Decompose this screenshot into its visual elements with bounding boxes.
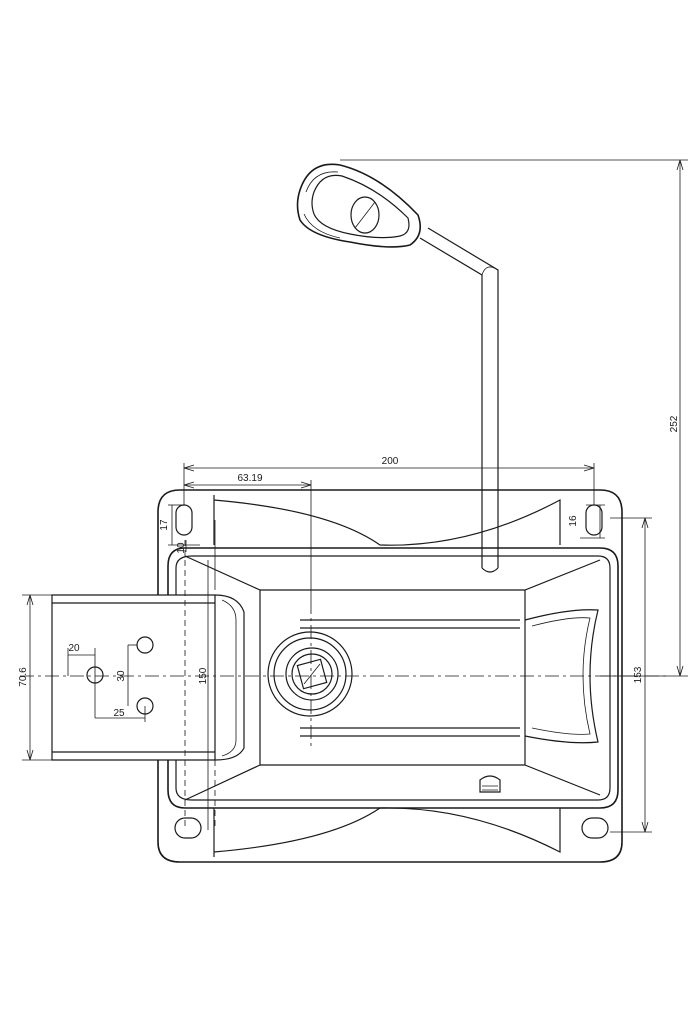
slot-bottom-right: [581, 817, 609, 839]
dim-label-30: 30: [116, 670, 127, 682]
dim-label-25: 25: [113, 708, 125, 719]
dim-label-17: 17: [159, 519, 170, 531]
slot-bottom-left: [174, 817, 202, 839]
dim-label-70-6: 70.6: [18, 667, 29, 687]
dim-label-20: 20: [68, 643, 80, 654]
lever-handle: [296, 163, 499, 573]
dim-label-150: 150: [198, 667, 209, 684]
dim-label-153: 153: [633, 666, 644, 683]
dim-label-63-19: 63.19: [237, 473, 262, 484]
dim-label-16: 16: [568, 515, 579, 527]
tray-body: [167, 547, 619, 809]
mounting-slots: [174, 504, 609, 839]
dimension-labels: 252 200 63.19 17 10 16 153 150 70.6 20 3…: [18, 415, 680, 719]
dim-label-10: 10: [176, 542, 187, 554]
pivot-boss: [267, 631, 353, 717]
slot-top-left: [175, 504, 193, 536]
dim-label-200: 200: [382, 456, 399, 467]
dimension-lines: [22, 159, 688, 833]
dim-label-252: 252: [669, 415, 680, 432]
